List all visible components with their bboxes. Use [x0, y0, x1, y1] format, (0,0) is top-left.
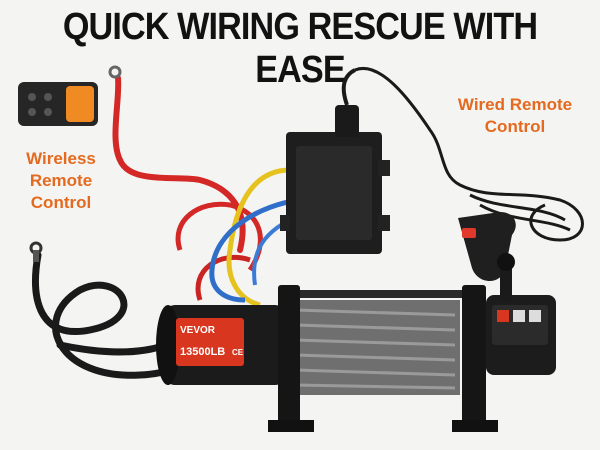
- winch: VEVOR 13500LB CE: [156, 253, 556, 432]
- wired-remote-label: Wired Remote Control: [440, 94, 590, 138]
- control-box: [280, 132, 390, 254]
- warning-decal-icon-2: [513, 310, 525, 322]
- ce-mark: CE: [232, 348, 244, 357]
- capacity-label: 13500LB: [180, 346, 225, 358]
- wireless-label-line-2: Remote: [29, 171, 93, 190]
- headline: QUICK WIRING RESCUE WITH EASE: [62, 6, 538, 91]
- cable-lug-icon: [29, 241, 43, 262]
- wireless-remote-control: [18, 82, 98, 126]
- socket-plug: [335, 68, 359, 137]
- wireless-label-line-1: Wireless: [26, 149, 96, 168]
- wireless-remote-label: Wireless Remote Control: [6, 148, 116, 214]
- yellow-cable: [226, 167, 291, 308]
- wired-label-line-2: Control: [484, 117, 546, 136]
- red-cable-3: [195, 254, 251, 301]
- blue-cable: [209, 197, 301, 303]
- warning-decal-icon-3: [529, 310, 541, 322]
- steel-cable-wrap: [294, 308, 456, 390]
- red-cable-lug-icon: [108, 65, 122, 79]
- warning-decal-icon: [497, 310, 509, 322]
- wireless-label-line-3: Control: [30, 193, 92, 212]
- wired-remote-cable: [354, 66, 584, 242]
- wired-label-line-1: Wired Remote: [457, 95, 573, 114]
- brand-label: VEVOR: [180, 325, 216, 336]
